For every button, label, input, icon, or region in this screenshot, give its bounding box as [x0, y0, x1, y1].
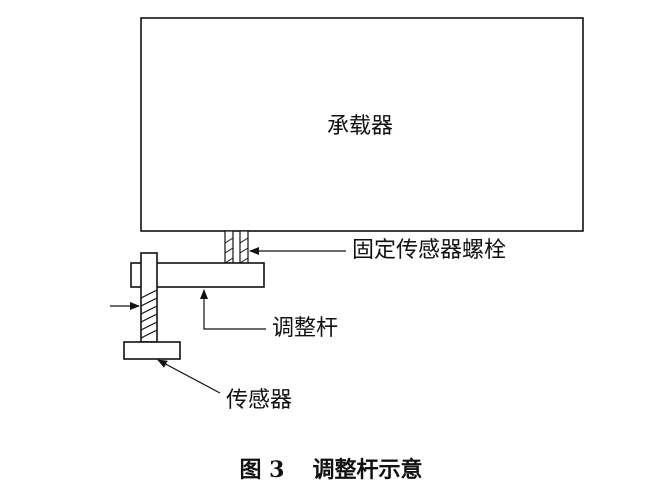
carrier-label: 承载器 — [327, 114, 394, 139]
carrier-box — [140, 17, 584, 232]
rod-leader-arrow — [200, 289, 266, 330]
fixing-bolt-label: 固定传感器螺栓 — [352, 238, 507, 263]
sensor-base — [123, 341, 181, 360]
sensor-leader-arrow — [157, 359, 221, 394]
sensor-label: 传感器 — [226, 388, 293, 413]
figure-caption: 图 3 调整杆示意 — [0, 452, 662, 484]
threaded-post — [140, 252, 158, 343]
figure-title: 调整杆示意 — [312, 457, 423, 483]
adjusting-rod-label: 调整杆 — [272, 316, 339, 341]
figure-number: 图 3 — [239, 457, 285, 483]
